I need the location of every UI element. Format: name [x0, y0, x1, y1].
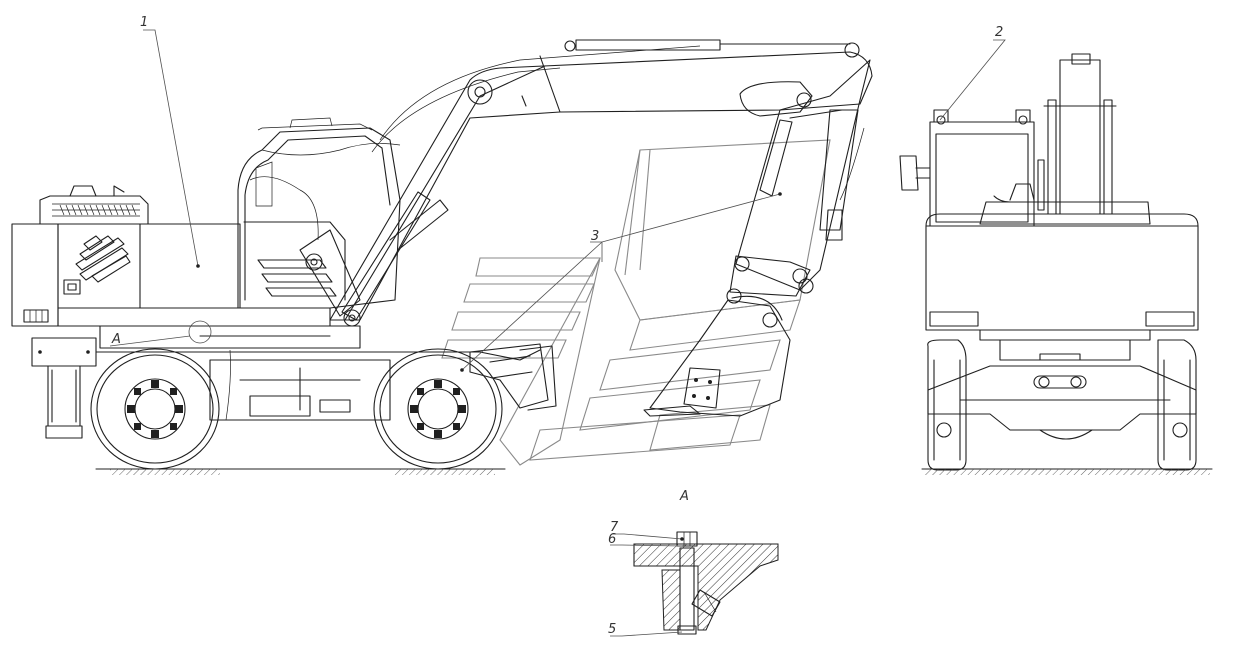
stick-arm [729, 59, 871, 297]
front-wheel [373, 348, 503, 470]
excavator-front-view [899, 53, 1213, 475]
leader-lines [109, 29, 1006, 637]
callout-5: 5 [608, 622, 616, 637]
view-a-marker: A [111, 332, 121, 347]
side-vent [75, 235, 131, 283]
callout-6: 6 [608, 532, 616, 547]
detail-view-a [633, 531, 779, 635]
rear-wheel [90, 348, 220, 470]
watermark-logo [441, 139, 831, 466]
engine-grille [59, 204, 137, 216]
view-a-title: A [679, 489, 689, 504]
boom [329, 39, 873, 321]
callout-1: 1 [140, 15, 148, 30]
callout-7: 7 [610, 520, 619, 535]
bucket [643, 288, 791, 417]
boom-cylinder [299, 191, 449, 327]
callout-2: 2 [995, 25, 1003, 40]
excavator-side-view [11, 39, 873, 475]
callout-labels: 1 2 3 A A 6 7 5 [111, 15, 1003, 637]
callout-3: 3 [591, 229, 599, 244]
